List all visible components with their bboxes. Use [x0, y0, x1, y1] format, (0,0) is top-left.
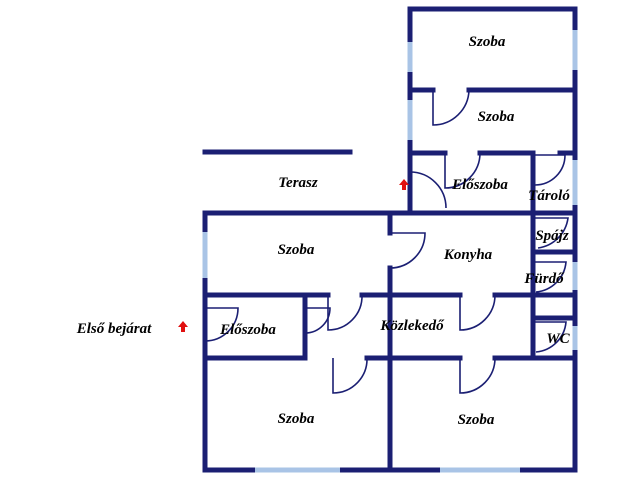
room-label-szoba-second: Szoba: [478, 109, 515, 125]
room-label-spajz: Spájz: [535, 228, 569, 244]
windows: [202, 30, 578, 473]
room-label-szoba-middle: Szoba: [278, 242, 315, 258]
room-label-furdo: Fürdő: [523, 271, 565, 287]
room-label-terasz: Terasz: [278, 175, 318, 191]
room-label-eloszoba-left: Előszoba: [219, 322, 276, 338]
room-label-szoba-top: Szoba: [469, 34, 506, 50]
entrance-arrow-left: [178, 321, 188, 332]
entrance-label: Első bejárat: [76, 321, 152, 337]
entrance-arrow-right: [399, 179, 409, 190]
room-label-kozlekedo: Közlekedő: [379, 318, 445, 334]
room-label-szoba-bottom-right: Szoba: [458, 412, 495, 428]
room-label-tarolo: Tároló: [528, 188, 570, 204]
room-label-wc: WC: [546, 331, 570, 347]
room-label-eloszoba-right: Előszoba: [451, 177, 508, 193]
room-label-konyha: Konyha: [443, 247, 493, 263]
walls: [202, 6, 578, 473]
room-label-szoba-bottom-left: Szoba: [278, 411, 315, 427]
doors: [204, 89, 569, 394]
